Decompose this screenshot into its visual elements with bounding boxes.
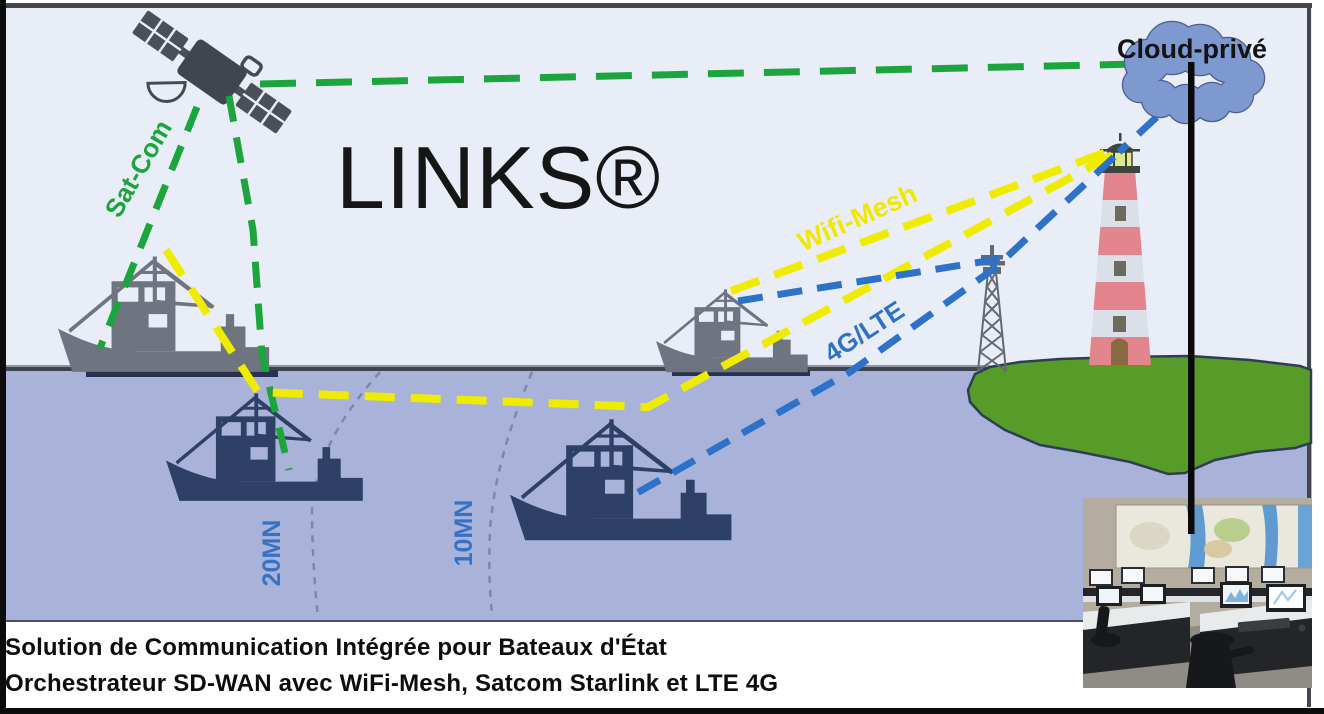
frame-right <box>1307 3 1311 707</box>
waterline <box>6 365 990 371</box>
frame-bottom <box>0 708 1324 714</box>
lighthouse-window <box>1114 261 1126 276</box>
lighthouse-door <box>1111 338 1128 365</box>
satellite-icon <box>132 10 292 134</box>
satcom-link-satellite-cloud <box>259 59 1183 88</box>
lte-link-boat2-tower <box>737 254 1007 305</box>
caption-line-1: Solution de Communication Intégrée pour … <box>5 634 667 661</box>
range-ring-20mn <box>310 371 381 619</box>
boat-shadow <box>672 370 810 376</box>
range-label-10mn: 10MN <box>450 500 478 567</box>
wifi-mesh-links <box>162 146 1114 411</box>
lte-link-lighthouse-boat4 <box>628 154 1117 501</box>
range-ring-10mn <box>488 371 534 615</box>
sea-bottom-divider <box>6 620 1308 622</box>
cloud-icon <box>1121 20 1266 125</box>
range-label-20mn: 20MN <box>258 520 286 587</box>
boat-shadow <box>86 370 278 377</box>
control-room-photo <box>1083 498 1312 688</box>
wifi-link-boat2-lighthouse <box>729 146 1114 295</box>
range-rings <box>310 371 534 619</box>
caption-line-2: Orchestrateur SD-WAN avec WiFi-Mesh, Sat… <box>5 670 779 697</box>
frame-top <box>6 3 1312 8</box>
lighthouse-window <box>1115 206 1126 221</box>
product-title: LINKS® <box>336 128 662 227</box>
cloud-label: Cloud-privé <box>1117 34 1267 64</box>
lighthouse-window <box>1113 316 1126 332</box>
satcom-links <box>96 59 1183 471</box>
wired-link-cloud-control-room <box>1188 62 1195 534</box>
landmass <box>966 354 1313 476</box>
satcom-link-satellite-boat1 <box>96 105 201 350</box>
frame-left <box>0 0 6 714</box>
